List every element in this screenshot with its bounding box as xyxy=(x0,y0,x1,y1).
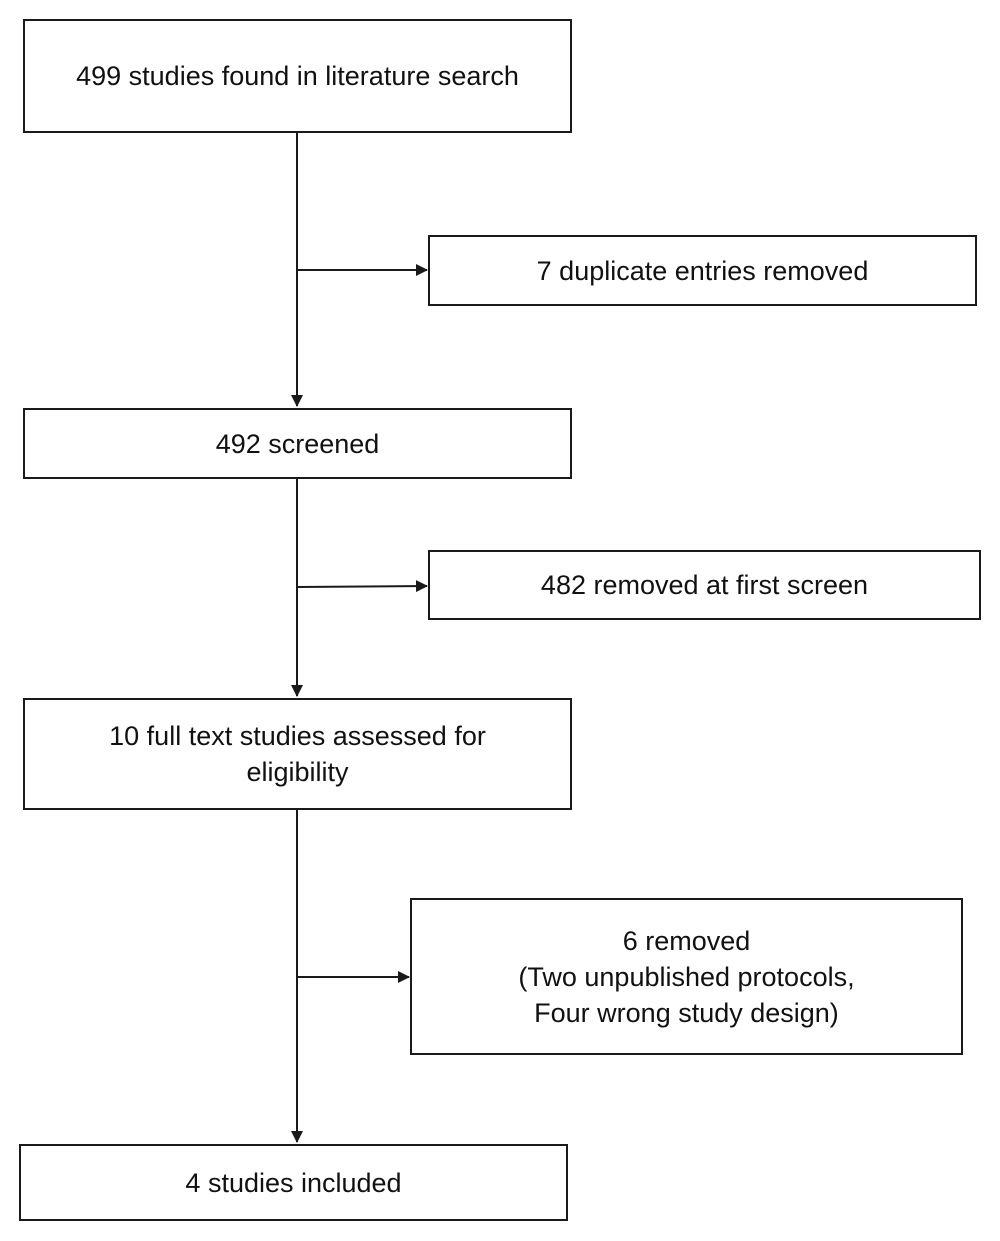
box-fulltext-line-2: eligibility xyxy=(246,757,349,787)
box-ineligible-line-1: 6 removed xyxy=(622,925,751,956)
box-duplicates-line-1: 7 duplicate entries removed xyxy=(536,255,869,286)
box-duplicates: 7 duplicate entries removed xyxy=(428,235,977,306)
box-fulltext: 10 full text studies assessed for eligib… xyxy=(23,698,572,810)
box-ineligible: 6 removed (Two unpublished protocols, Fo… xyxy=(410,898,963,1055)
arrow-to-first-screen xyxy=(296,580,428,593)
box-first-screen-line-1: 482 removed at first screen xyxy=(540,570,869,600)
box-included-line-1: 4 studies included xyxy=(185,1167,402,1198)
box-included: 4 studies included xyxy=(19,1144,568,1221)
box-screened: 492 screened xyxy=(23,408,572,479)
box-fulltext-line-1: 10 full text studies assessed for xyxy=(109,721,486,751)
box-search-line-1: 499 studies found in literature search xyxy=(76,61,519,91)
box-ineligible-line-2: (Two unpublished protocols, xyxy=(518,961,855,992)
box-ineligible-line-3: Four wrong study design) xyxy=(534,997,839,1028)
box-search: 499 studies found in literature search xyxy=(23,19,572,133)
box-screened-line-1: 492 screened xyxy=(215,428,380,459)
box-first-screen: 482 removed at first screen xyxy=(428,550,981,620)
